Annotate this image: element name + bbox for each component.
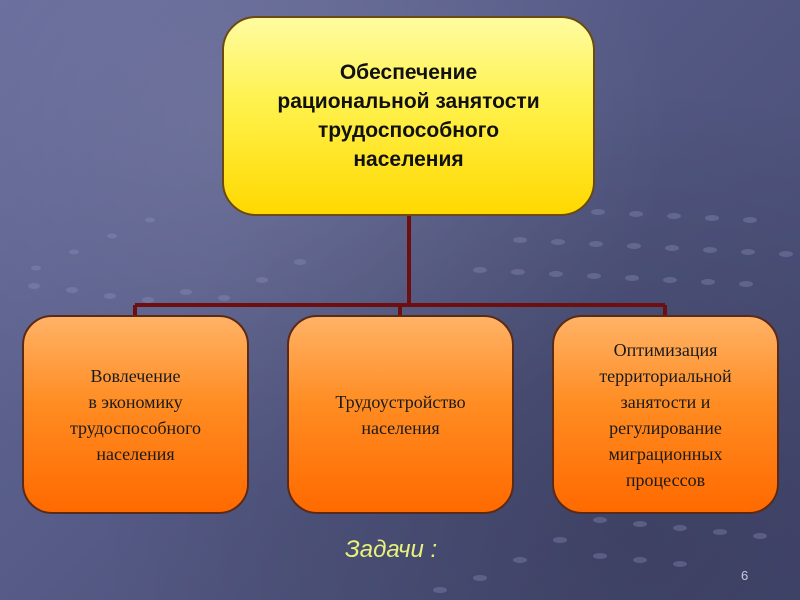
task-box-employment: Трудоустройство населения (287, 315, 514, 514)
task-box-optimization: Оптимизация территориальной занятости и … (552, 315, 779, 514)
task-label-employment: Трудоустройство населения (335, 391, 466, 438)
task-label-optimization: Оптимизация территориальной занятости и … (599, 339, 732, 490)
page-number: 6 (741, 568, 749, 583)
task-label-involvement: Вовлечение в экономику трудоспособного н… (69, 365, 202, 464)
tasks-caption: Задачи : (345, 536, 438, 563)
root-goal-label: Обеспечение рациональной занятости трудо… (277, 61, 540, 171)
root-goal-box: Обеспечение рациональной занятости трудо… (222, 16, 595, 216)
task-box-involvement: Вовлечение в экономику трудоспособного н… (22, 315, 249, 514)
